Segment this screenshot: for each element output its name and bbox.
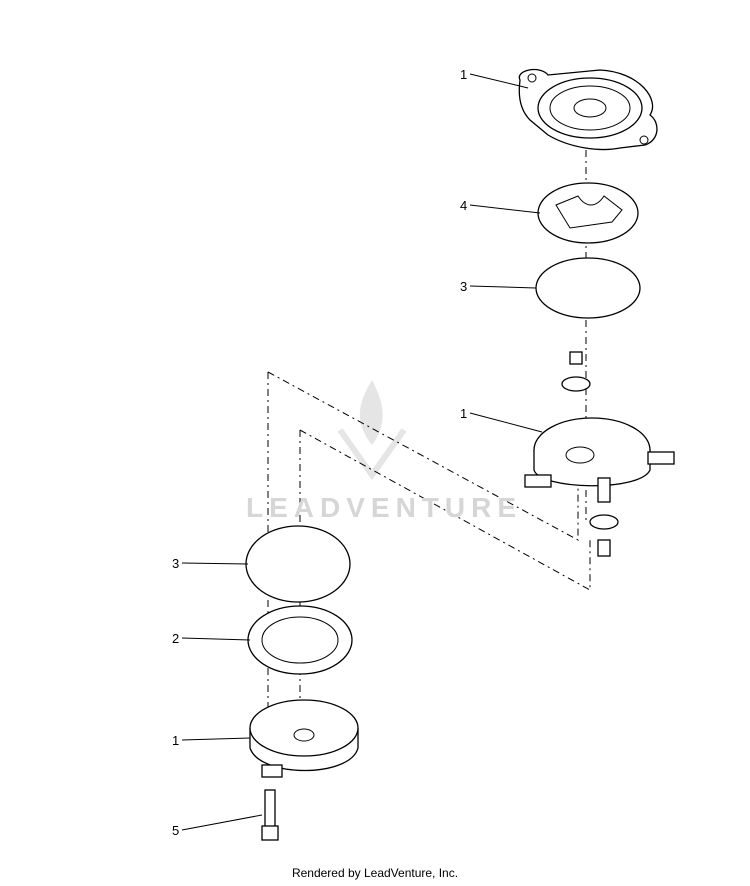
part-lower-diaphragm [245, 525, 351, 603]
leader-lower-cover [181, 737, 251, 741]
part-top-housing [518, 68, 658, 151]
part-lower-gasket [247, 605, 353, 675]
leader-middle-body [469, 412, 543, 433]
leader-top-housing [469, 73, 529, 89]
callout-lower-cover: 1 [172, 733, 179, 748]
watermark-flame-icon [337, 380, 407, 481]
part-check-valve-lower [589, 514, 619, 557]
part-check-valve-upper [561, 351, 591, 392]
footer-credit: Rendered by LeadVenture, Inc. [291, 866, 459, 880]
part-lower-cover [249, 699, 359, 778]
callout-top-diaphragm: 3 [460, 279, 467, 294]
part-top-gasket [537, 182, 639, 244]
watermark-text: LEADVENTURE [246, 492, 523, 523]
alignment-centerline [267, 371, 591, 591]
callout-top-housing: 1 [460, 67, 467, 82]
callout-lower-gasket: 2 [172, 631, 179, 646]
leader-lower-gasket [181, 637, 251, 641]
callout-middle-body: 1 [460, 406, 467, 421]
part-middle-pump-body [524, 417, 675, 503]
leader-top-gasket [469, 204, 541, 214]
callout-top-gasket: 4 [460, 198, 467, 213]
part-top-diaphragm [535, 257, 641, 319]
callout-screw: 5 [172, 823, 179, 838]
leader-lower-diaphragm [181, 562, 249, 565]
part-screw [261, 789, 279, 841]
callout-lower-diaphragm: 3 [172, 556, 179, 571]
leader-screw [181, 814, 263, 831]
leader-top-diaphragm [469, 285, 537, 289]
